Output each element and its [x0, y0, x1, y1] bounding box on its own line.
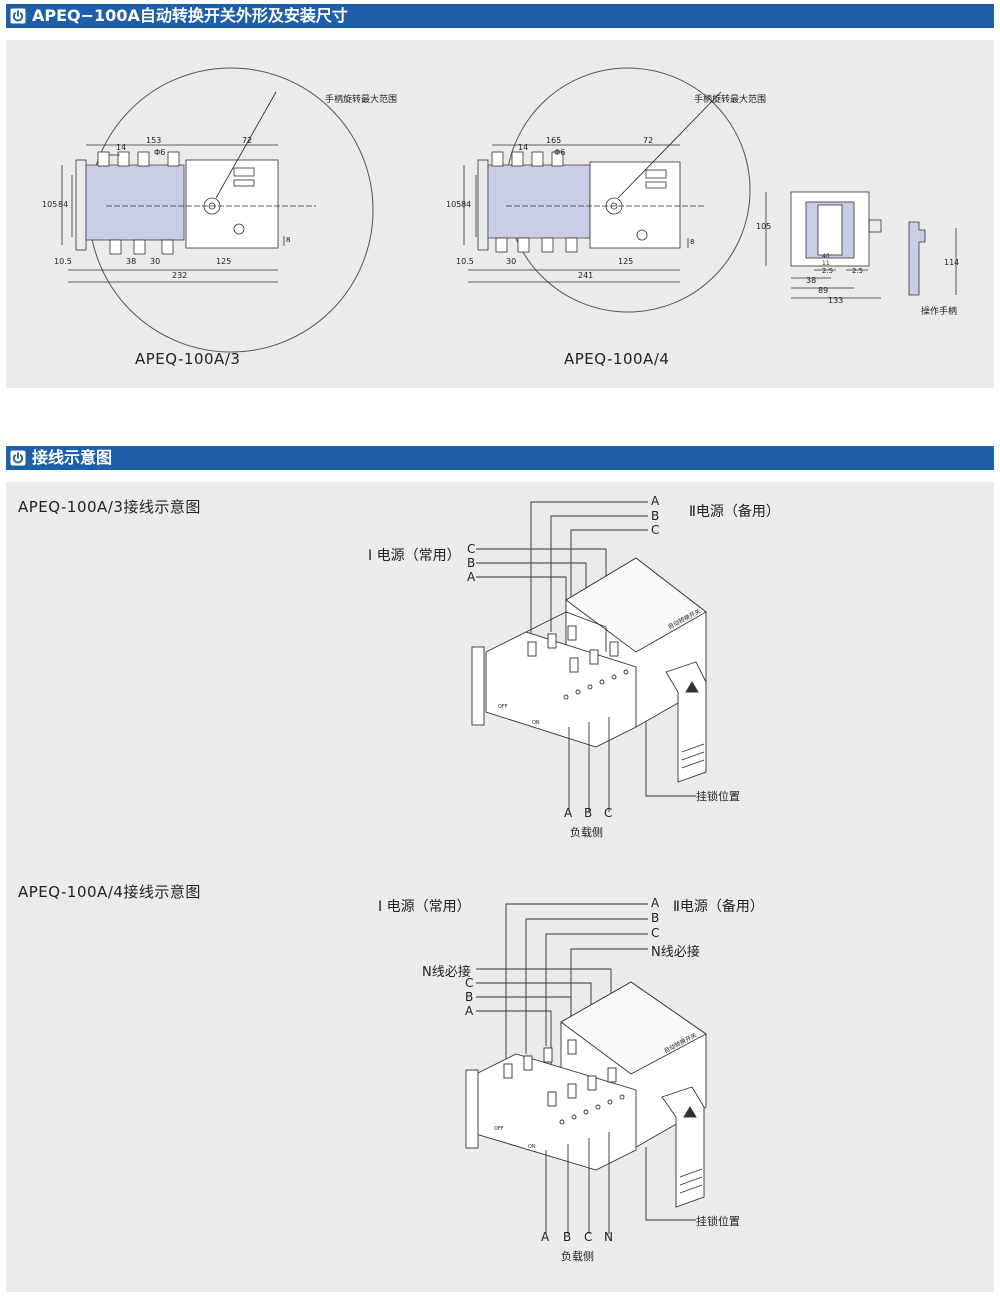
wiring3-load-b: B — [584, 806, 593, 820]
power-icon — [10, 8, 26, 24]
handle-range-note-4: 手柄旋转最大范围 — [694, 95, 767, 105]
section-bar-wiring: 接线示意图 — [6, 446, 994, 470]
wiring4-lock-position: 挂锁位置 — [696, 1215, 740, 1228]
dim-side-89: 89 — [818, 286, 829, 295]
dim-84-4: 84 — [461, 200, 472, 209]
dim-handle-114: 114 — [944, 258, 960, 267]
wiring3-src1-b: B — [467, 556, 476, 570]
wiring3-load-side: 负载侧 — [570, 826, 603, 839]
dim-10-5-3: 10.5 — [54, 257, 72, 266]
wiring3-source-1: Ⅰ 电源（常用） — [368, 548, 461, 564]
wiring4-src1-a: A — [465, 1004, 474, 1018]
dim-30-4: 30 — [506, 257, 517, 266]
wiring4-load-c: C — [584, 1230, 593, 1244]
wiring3-source-2: Ⅱ电源（备用） — [689, 504, 780, 520]
wiring4-n-must-2: N线必接 — [651, 945, 700, 960]
wiring3-src2-b: B — [651, 509, 660, 523]
dim-84-3: 84 — [58, 200, 69, 209]
dim-72-4: 72 — [643, 136, 654, 145]
dim-side-38: 38 — [806, 276, 817, 285]
wiring3-src2-a: A — [651, 494, 660, 508]
wiring3-title: APEQ-100A/3接线示意图 — [18, 498, 201, 516]
wiring4-src1-b: B — [465, 990, 474, 1004]
dim-125-4: 125 — [618, 257, 634, 266]
wiring3-src2-c: C — [651, 523, 660, 537]
section-title: APEQ−100A自动转换开关外形及安装尺寸 — [32, 6, 348, 25]
wiring3-lock-position: 挂锁位置 — [696, 790, 740, 803]
wiring3-load-c: C — [604, 806, 613, 820]
dim-side-105: 105 — [756, 222, 772, 231]
wiring4-off: OFF — [494, 1126, 504, 1132]
dim-side-40: 40 — [822, 253, 830, 260]
dim-14-3: 14 — [116, 143, 127, 152]
wiring3-load-a: A — [564, 806, 573, 820]
dim-side-133: 133 — [828, 296, 844, 305]
dim-30-3: 30 — [150, 257, 161, 266]
dim-small-4: 8 — [690, 238, 695, 246]
wiring4-src1-c: C — [465, 976, 474, 990]
handle-label: 操作手柄 — [921, 307, 958, 317]
wiring4-source-2: Ⅱ电源（备用） — [673, 899, 764, 915]
wiring4-load-n: N — [604, 1230, 613, 1244]
dim-side-2-5-a: 2.5 — [822, 267, 834, 275]
wiring4-title: APEQ-100A/4接线示意图 — [18, 883, 201, 901]
wiring4-src2-b: B — [651, 911, 660, 925]
dim-side-11: 11 — [822, 260, 830, 267]
dim-38: 38 — [126, 257, 137, 266]
dim-125-3: 125 — [216, 257, 232, 266]
dim-10-5-4: 10.5 — [456, 257, 474, 266]
dim-small-3: 8 — [286, 236, 291, 244]
dim-165: 165 — [546, 136, 562, 145]
wiring4-load-b: B — [563, 1230, 572, 1244]
handle-range-note-3: 手柄旋转最大范围 — [325, 95, 398, 105]
dim-side-2-5-b: 2.5 — [852, 267, 864, 275]
wiring-drawings — [465, 501, 707, 1234]
dimension-panel: 手柄旋转最大范围 14 153 72 Φ6 105 84 10.5 38 30 … — [6, 40, 994, 388]
wiring-panel: APEQ-100A/3接线示意图 Ⅱ电源（备用） Ⅰ 电源（常用） A B C … — [6, 482, 994, 1292]
wiring3-off: OFF — [498, 704, 508, 710]
wiring4-n-must-1: N线必接 — [422, 965, 471, 980]
wiring4-load-side: 负载侧 — [561, 1250, 594, 1263]
wiring4-on: ON — [528, 1144, 536, 1150]
wiring4-load-a: A — [541, 1230, 550, 1244]
wiring4-src2-a: A — [651, 896, 660, 910]
wiring4-source-1: Ⅰ 电源（常用） — [378, 899, 471, 915]
section-bar-dimensions: APEQ−100A自动转换开关外形及安装尺寸 — [6, 4, 994, 28]
dim-153: 153 — [146, 136, 162, 145]
wiring3-src1-a: A — [467, 570, 476, 584]
dim-232: 232 — [172, 271, 188, 280]
caption-apeq-100a-3: APEQ-100A/3 — [135, 350, 241, 368]
dimension-drawings — [61, 67, 957, 353]
section-title: 接线示意图 — [32, 448, 113, 467]
dim-105-4: 105 — [446, 200, 462, 209]
wiring3-on: ON — [532, 720, 540, 726]
dim-72-3: 72 — [242, 136, 253, 145]
dim-241: 241 — [578, 271, 594, 280]
caption-apeq-100a-4: APEQ-100A/4 — [564, 350, 670, 368]
wiring3-src1-c: C — [467, 542, 476, 556]
dim-phi6-4: Φ6 — [554, 148, 566, 157]
wiring4-src2-c: C — [651, 926, 660, 940]
dim-phi6-3: Φ6 — [154, 148, 166, 157]
power-icon — [10, 450, 26, 466]
dim-105-3: 105 — [42, 200, 58, 209]
dim-14-4: 14 — [518, 143, 529, 152]
